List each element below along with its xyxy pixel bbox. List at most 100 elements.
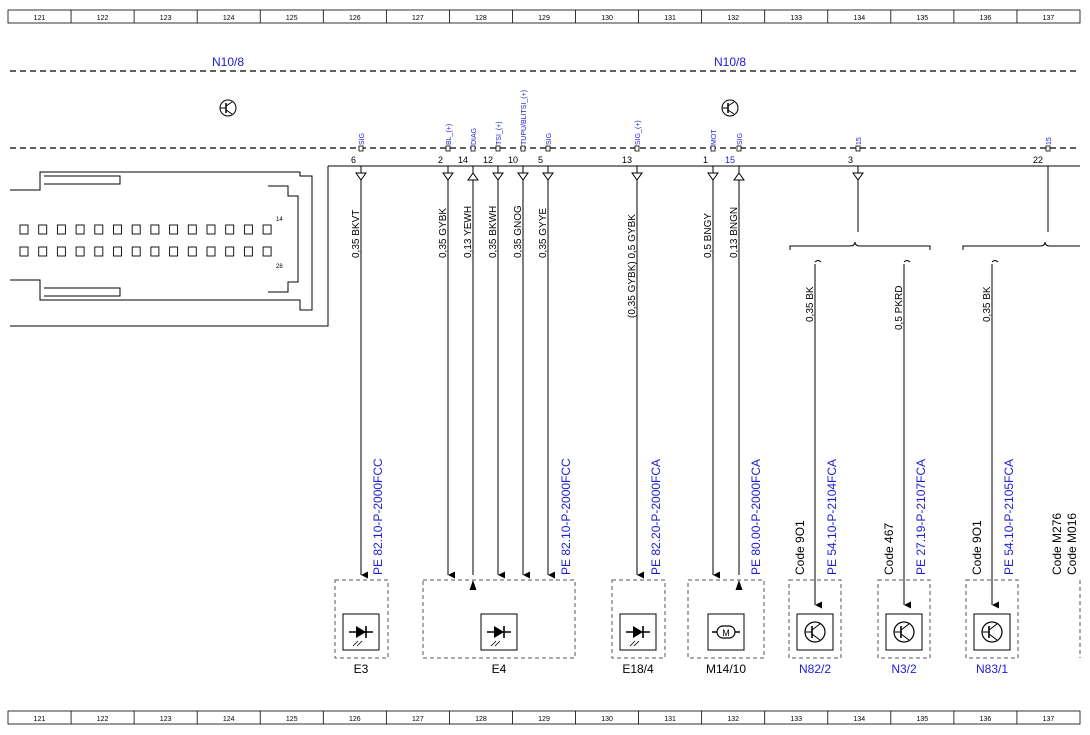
pin-arrow-icon <box>733 172 745 181</box>
pin-number: 10 <box>508 155 518 165</box>
pin-terminal <box>855 145 861 152</box>
component-box-e18-4 <box>611 579 666 659</box>
pin-number: 14 <box>458 155 468 165</box>
component-box-n83-1 <box>965 579 1019 659</box>
pin-2: BL_(+)20,35 GYBK <box>438 124 455 579</box>
connector-cell <box>113 224 122 235</box>
grid-cell-label: 125 <box>286 716 298 723</box>
wire-label: 0,35 GYYE <box>538 208 549 258</box>
grid-cell-label: 132 <box>727 15 739 22</box>
led-icon <box>342 613 380 651</box>
grid-cell-label: 131 <box>664 716 676 723</box>
component-label-m14-10: M14/10 <box>706 662 746 676</box>
connector-cell <box>225 224 235 235</box>
connector-cell <box>262 246 272 257</box>
motor-icon: M <box>707 613 745 651</box>
grid-cell-label: 121 <box>34 15 46 22</box>
connector-cell <box>94 246 104 257</box>
reference-link[interactable]: PE 54.10-P-2104FCA <box>825 459 839 575</box>
wire-label: 0,13 YEWH <box>463 206 474 258</box>
pin-3: 153 <box>848 137 864 232</box>
wire-break <box>814 260 822 263</box>
grid-cell-label: 127 <box>412 716 424 723</box>
pin-signal-label: 15 <box>1046 137 1053 145</box>
svg-text:M: M <box>722 628 730 638</box>
code-label: Code M016 <box>1065 513 1079 575</box>
grid-cell-label: 124 <box>223 716 235 723</box>
pin-terminal <box>470 145 476 152</box>
connector-cell <box>56 224 66 235</box>
reference-link[interactable]: PE 27.19-P-2107FCA <box>914 459 928 575</box>
connector-cell <box>150 246 160 257</box>
pin-arrow-icon <box>467 172 479 181</box>
module-label-left: N10/8 <box>212 55 244 69</box>
pin-signal-label: DIAG <box>471 128 478 145</box>
grid-cell-label: 127 <box>412 15 424 22</box>
grid-cell-label: 134 <box>853 716 865 723</box>
connector-cell <box>113 246 122 257</box>
wire-label: 0,35 GYBK <box>438 208 449 258</box>
pin-terminal <box>1045 145 1051 152</box>
connector-cell <box>75 246 85 257</box>
pin-terminal <box>495 145 501 152</box>
pin-number: 2 <box>438 155 443 165</box>
pin-arrow-icon <box>707 172 719 181</box>
wire-break <box>903 260 911 263</box>
grid-cell-label: 128 <box>475 716 487 723</box>
code-label: Code M276 <box>1050 513 1064 575</box>
connector-cell <box>131 246 141 257</box>
grid-cell-label: 123 <box>160 716 172 723</box>
terminal-15-bus <box>789 241 1080 250</box>
grid-cell-label: 135 <box>917 15 929 22</box>
reference-link[interactable]: PE 82.10-P-2000FCC <box>371 458 385 575</box>
connector-cell <box>243 224 253 235</box>
code-label: Code 467 <box>882 523 896 575</box>
pin-arrow-icon <box>631 172 643 181</box>
pin-signal-label: TSI_(+) <box>496 121 503 145</box>
pin-terminal <box>710 145 716 152</box>
connector-cell <box>225 246 235 257</box>
pin-number: 13 <box>622 155 632 165</box>
component-label-n82-2: N82/2 <box>799 662 831 676</box>
reference-link[interactable]: PE 82.10-P-2000FCC <box>559 458 573 575</box>
pin-signal-label: MOT <box>711 129 718 145</box>
grid-cell-label: 135 <box>917 716 929 723</box>
wire-label: (0,35 GYBK) 0,5 GYBK <box>627 214 638 318</box>
reference-link[interactable]: PE 54.10-P-2105FCA <box>1002 459 1016 575</box>
control-unit-icon <box>973 613 1011 651</box>
pin-arrow-icon <box>442 172 454 181</box>
reference-link[interactable]: PE 80.00-P-2000FCA <box>749 459 763 575</box>
branch-wire: 0,35 BK <box>982 260 999 609</box>
grid-cell-label: 132 <box>727 716 739 723</box>
pin-number: 22 <box>1033 155 1043 165</box>
connector-cell <box>19 224 29 235</box>
pin-number: 15 <box>725 155 735 165</box>
connector-cell <box>75 224 85 235</box>
grid-cell-label: 131 <box>664 15 676 22</box>
component-box-e4 <box>422 579 576 659</box>
pin-signal-label: SIG <box>546 133 553 145</box>
grid-cell-label: 122 <box>97 716 109 723</box>
pin-number: 3 <box>848 155 853 165</box>
component-box-e3 <box>334 579 389 659</box>
pin-signal-label: TUPU/BLITSI_(+) <box>521 90 528 145</box>
pin-terminal <box>520 145 526 152</box>
grid-cell-label: 123 <box>160 15 172 22</box>
connector-cell <box>187 246 197 257</box>
grid-cell-label: 126 <box>349 716 361 723</box>
connector-cell <box>262 224 272 235</box>
connector-pin-label: 14 <box>276 217 283 223</box>
wire-break <box>991 260 999 263</box>
pin-terminal <box>736 145 742 152</box>
pin-terminal <box>545 145 551 152</box>
grid-cell-label: 129 <box>538 716 550 723</box>
pin-arrow-icon <box>542 172 554 181</box>
reference-link[interactable]: PE 82.20-P-2000FCA <box>649 459 663 575</box>
pin-signal-label: SIG <box>359 133 366 145</box>
pin-12: TSI_(+)120,35 BKWH <box>483 121 505 579</box>
